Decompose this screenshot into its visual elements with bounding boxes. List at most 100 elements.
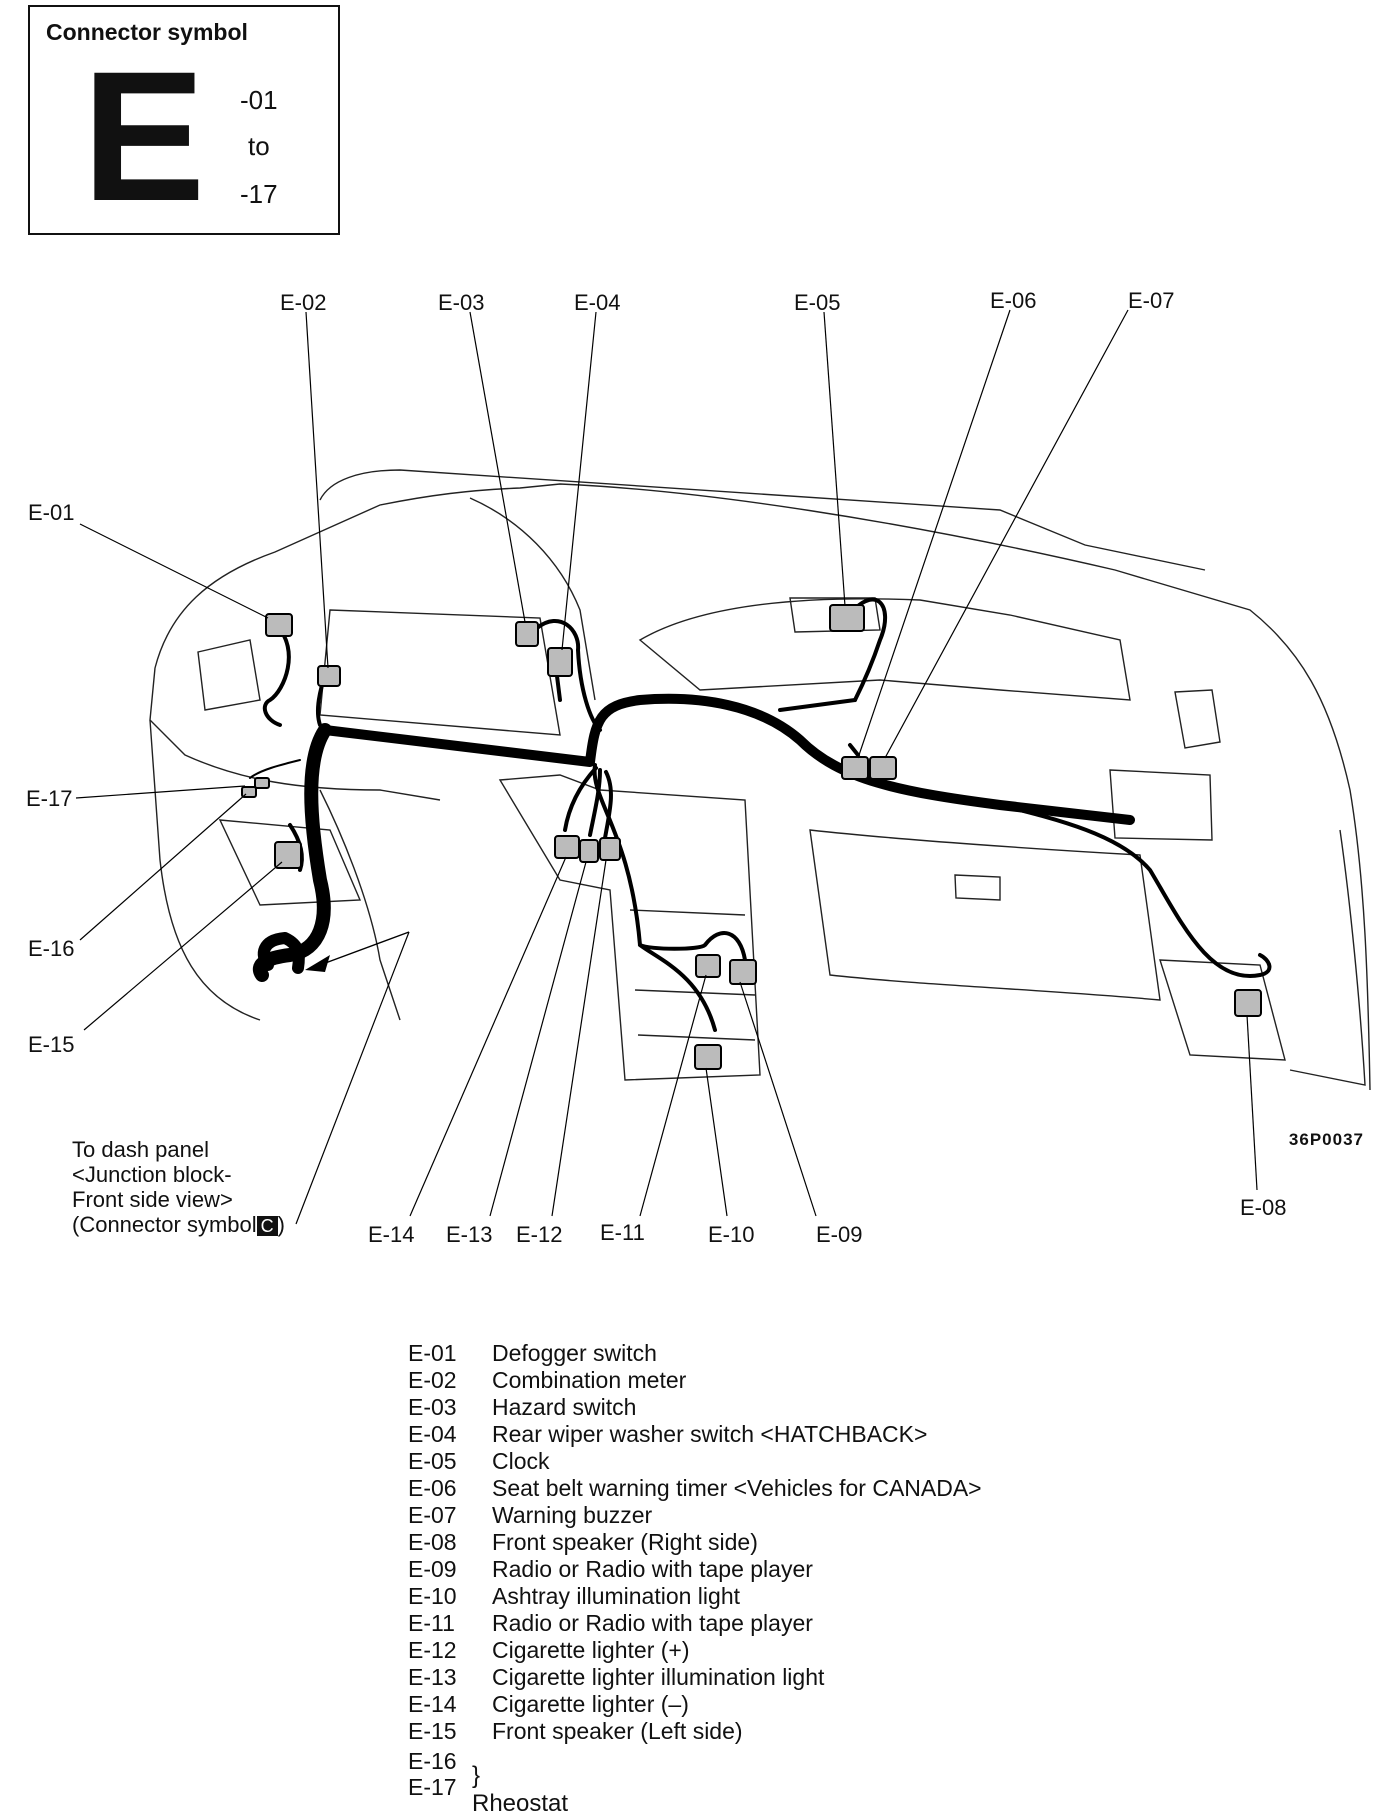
legend-code: E-14 <box>408 1691 457 1717</box>
legend-code: E-11 <box>408 1610 455 1636</box>
legend-desc: Front speaker (Right side) <box>492 1529 758 1555</box>
connector-e06 <box>841 756 869 780</box>
legend-code: E-02 <box>408 1367 457 1393</box>
callout-e10: E-10 <box>708 1222 755 1247</box>
callout-e09: E-09 <box>816 1222 863 1247</box>
leader-e01 <box>79 523 269 619</box>
connector-e03 <box>515 621 539 647</box>
legend-desc: Combination meter <box>492 1367 687 1393</box>
legend-desc: Rear wiper washer switch <HATCHBACK> <box>492 1421 928 1447</box>
leader-e12 <box>551 859 607 1217</box>
legend-desc: Warning buzzer <box>492 1502 653 1528</box>
connector-symbol-box: Connector symbol E -01 to -17 <box>28 5 340 235</box>
connector-e09 <box>729 959 757 985</box>
legend-desc: Seat belt warning timer <Vehicles for CA… <box>492 1475 982 1501</box>
leader-e15 <box>83 861 283 1031</box>
leader-e02 <box>305 311 329 669</box>
callout-e17: E-17 <box>26 786 73 811</box>
connector-range-end: -17 <box>240 179 278 209</box>
callout-e13: E-13 <box>446 1222 493 1247</box>
callout-e06: E-06 <box>990 288 1037 313</box>
dash-panel-note-text: (Connector symbol <box>72 1212 257 1237</box>
wire-harness <box>249 597 1272 1032</box>
connector-e13 <box>579 839 599 863</box>
legend-code: E-12 <box>408 1637 457 1663</box>
connector-symbol-title: Connector symbol <box>46 19 248 45</box>
connector-e01 <box>265 613 293 637</box>
leader-e11 <box>639 974 707 1217</box>
connector-range-word: to <box>248 131 270 161</box>
legend-code: E-01 <box>408 1340 457 1366</box>
leader-e10 <box>705 1067 728 1217</box>
leader-e17 <box>75 785 246 799</box>
callout-e03: E-03 <box>438 290 485 315</box>
leader-dash-panel <box>295 931 410 1225</box>
leader-e03 <box>469 311 526 623</box>
leader-e04 <box>561 311 597 651</box>
connector-e16 <box>254 777 270 789</box>
leader-e08 <box>1246 1014 1258 1191</box>
callout-e08: E-08 <box>1240 1195 1287 1220</box>
callout-e15: E-15 <box>28 1032 75 1057</box>
leader-lines <box>75 309 1258 1225</box>
legend-desc: Cigarette lighter (–) <box>492 1691 689 1717</box>
callout-e01: E-01 <box>28 500 75 525</box>
legend-desc: Ashtray illumination light <box>492 1583 741 1609</box>
legend-desc: Clock <box>492 1448 550 1474</box>
dash-panel-note-line-3: Front side view> <box>72 1187 233 1212</box>
rheostat-label: Rheostat <box>472 1790 569 1817</box>
connectors <box>241 604 1262 1070</box>
connector-e04 <box>547 647 573 677</box>
legend-desc: Radio or Radio with tape player <box>492 1610 813 1636</box>
legend-code: E-06 <box>408 1475 457 1501</box>
legend-code: E-16 <box>408 1748 457 1774</box>
legend-desc: Front speaker (Left side) <box>492 1718 743 1744</box>
connector-e11 <box>695 954 721 978</box>
dash-panel-note-line-1: To dash panel <box>72 1137 209 1162</box>
legend-code: E-07 <box>408 1502 457 1528</box>
legend-desc: Defogger switch <box>492 1340 657 1366</box>
legend-code: E-04 <box>408 1421 457 1447</box>
connector-e08 <box>1234 989 1262 1017</box>
leader-e07 <box>884 309 1129 759</box>
connector-e12 <box>599 837 621 861</box>
legend-code: E-08 <box>408 1529 457 1555</box>
connector-e14 <box>554 835 580 859</box>
callout-e07: E-07 <box>1128 288 1175 313</box>
legend-desc: Radio or Radio with tape player <box>492 1556 813 1582</box>
dash-panel-note: To dash panel <Junction block- Front sid… <box>72 1137 285 1237</box>
legend-code: E-15 <box>408 1718 457 1744</box>
legend-desc: Cigarette lighter illumination light <box>492 1664 825 1690</box>
dash-panel-note-line-2: <Junction block- <box>72 1162 232 1187</box>
connector-range-start: -01 <box>240 85 278 115</box>
legend-desc: Hazard switch <box>492 1394 637 1420</box>
leader-e06 <box>857 309 1011 759</box>
callout-e04: E-04 <box>574 290 621 315</box>
legend-code: E-05 <box>408 1448 457 1474</box>
leader-e09 <box>739 981 817 1217</box>
dashboard-outline <box>149 469 1371 1091</box>
connector-e07 <box>869 756 897 780</box>
callout-e05: E-05 <box>794 290 841 315</box>
connector-e02 <box>317 665 341 687</box>
legend-code: E-09 <box>408 1556 457 1582</box>
connector-e15 <box>274 841 302 869</box>
leader-e13 <box>489 861 587 1217</box>
callout-e12: E-12 <box>516 1222 563 1247</box>
callout-e11: E-11 <box>600 1220 645 1245</box>
connector-e05 <box>829 604 865 632</box>
connector-symbol-badge: C <box>256 1216 278 1236</box>
legend-code: E-10 <box>408 1583 457 1609</box>
callout-e16: E-16 <box>28 936 75 961</box>
callout-e02: E-02 <box>280 290 327 315</box>
leader-e16 <box>79 793 247 941</box>
legend-code: E-17 <box>408 1774 457 1800</box>
legend-code: E-13 <box>408 1664 457 1690</box>
callout-e14: E-14 <box>368 1222 415 1247</box>
legend-desc: Cigarette lighter (+) <box>492 1637 690 1663</box>
dash-panel-arrow <box>305 931 410 972</box>
connector-e10 <box>694 1044 722 1070</box>
leader-e05 <box>823 311 846 607</box>
